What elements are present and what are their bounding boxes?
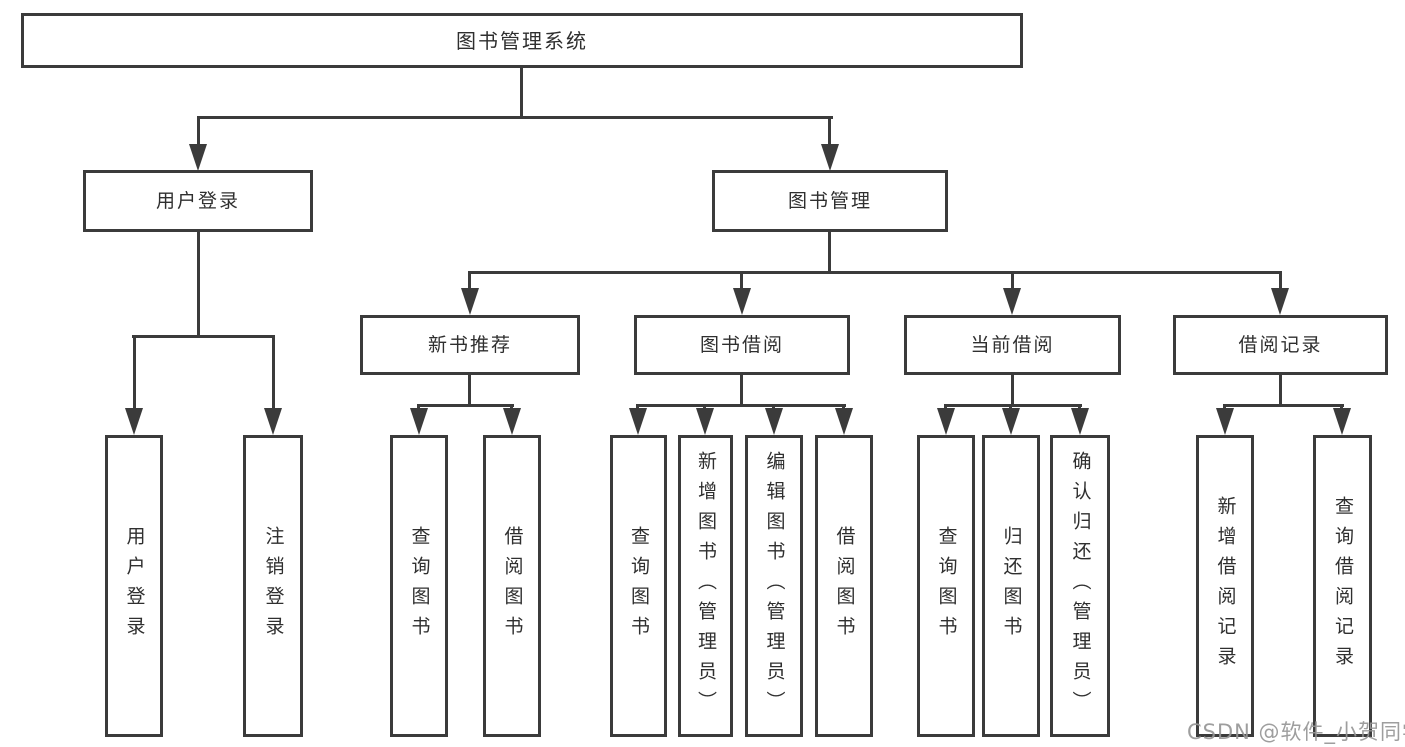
connector-bookborrow-rail xyxy=(636,404,846,407)
connector-currentborrow-stem xyxy=(1011,375,1014,407)
arrowhead-cb-confirm-icon xyxy=(1071,408,1089,435)
connector-newbooks-rail xyxy=(417,404,514,407)
connector-drop-book-mgmt xyxy=(828,116,831,146)
node-borrow-records: 借阅记录 xyxy=(1173,315,1388,375)
arrowhead-rec-query-icon xyxy=(1333,408,1351,435)
leaf-return-books: 归还图书 xyxy=(982,435,1040,737)
node-root-system: 图书管理系统 xyxy=(21,13,1023,68)
connector-drop-book-borrow xyxy=(740,271,743,291)
arrowhead-bb-edit-icon xyxy=(765,408,783,435)
arrowhead-new-books-icon xyxy=(461,288,479,315)
leaf-query-books-recommend: 查询图书 xyxy=(390,435,448,737)
connector-currentborrow-rail xyxy=(944,404,1082,407)
connector-userlogin-stem xyxy=(197,232,200,338)
arrowhead-cb-query-icon xyxy=(937,408,955,435)
leaf-query-borrow-record: 查询借阅记录 xyxy=(1313,435,1372,737)
connector-drop-leaf-login xyxy=(133,335,136,409)
arrowhead-current-borrow-icon xyxy=(1003,288,1021,315)
connector-drop-leaf-logout xyxy=(272,335,275,409)
node-book-borrowing: 图书借阅 xyxy=(634,315,850,375)
arrowhead-nb-borrow-icon xyxy=(503,408,521,435)
csdn-watermark: CSDN @软件_小贺同学 xyxy=(1187,720,1405,744)
node-book-management: 图书管理 xyxy=(712,170,948,232)
leaf-query-books-current: 查询图书 xyxy=(917,435,975,737)
arrowhead-rec-add-icon xyxy=(1216,408,1234,435)
connector-drop-user-login xyxy=(197,116,200,146)
connector-bookmgmt-rail xyxy=(468,271,1282,274)
connector-drop-new-books xyxy=(468,271,471,291)
leaf-logout: 注销登录 xyxy=(243,435,303,737)
connector-root-rail xyxy=(197,116,833,119)
arrowhead-bb-add-icon xyxy=(696,408,714,435)
arrowhead-book-mgmt-icon xyxy=(821,144,839,171)
arrowhead-book-borrow-icon xyxy=(733,288,751,315)
leaf-edit-books-admin: 编辑图书（管理员） xyxy=(745,435,803,737)
arrowhead-bb-query-icon xyxy=(629,408,647,435)
connector-newbooks-stem xyxy=(468,375,471,407)
connector-bookmgmt-stem xyxy=(828,232,831,274)
leaf-borrow-books-recommend: 借阅图书 xyxy=(483,435,541,737)
arrowhead-user-login-icon xyxy=(189,144,207,171)
arrowhead-cb-return-icon xyxy=(1002,408,1020,435)
leaf-confirm-return-admin: 确认归还（管理员） xyxy=(1050,435,1110,737)
arrowhead-leaf-logout-icon xyxy=(264,408,282,435)
node-new-book-recommend: 新书推荐 xyxy=(360,315,580,375)
connector-bookborrow-stem xyxy=(740,375,743,407)
node-current-borrowing: 当前借阅 xyxy=(904,315,1121,375)
connector-records-stem xyxy=(1279,375,1282,407)
arrowhead-leaf-login-icon xyxy=(125,408,143,435)
connector-records-rail xyxy=(1223,404,1344,407)
connector-userlogin-rail xyxy=(132,335,275,338)
leaf-add-books-admin: 新增图书（管理员） xyxy=(678,435,733,737)
arrowhead-bb-borrow-icon xyxy=(835,408,853,435)
arrowhead-borrow-records-icon xyxy=(1271,288,1289,315)
leaf-borrow-books-borrowing: 借阅图书 xyxy=(815,435,873,737)
arrowhead-nb-query-icon xyxy=(410,408,428,435)
leaf-add-borrow-record: 新增借阅记录 xyxy=(1196,435,1254,737)
connector-drop-current-borrow xyxy=(1011,271,1014,291)
leaf-user-login: 用户登录 xyxy=(105,435,163,737)
leaf-query-books-borrowing: 查询图书 xyxy=(610,435,667,737)
connector-root-stem xyxy=(520,68,523,118)
node-user-login: 用户登录 xyxy=(83,170,313,232)
connector-drop-borrow-records xyxy=(1279,271,1282,291)
